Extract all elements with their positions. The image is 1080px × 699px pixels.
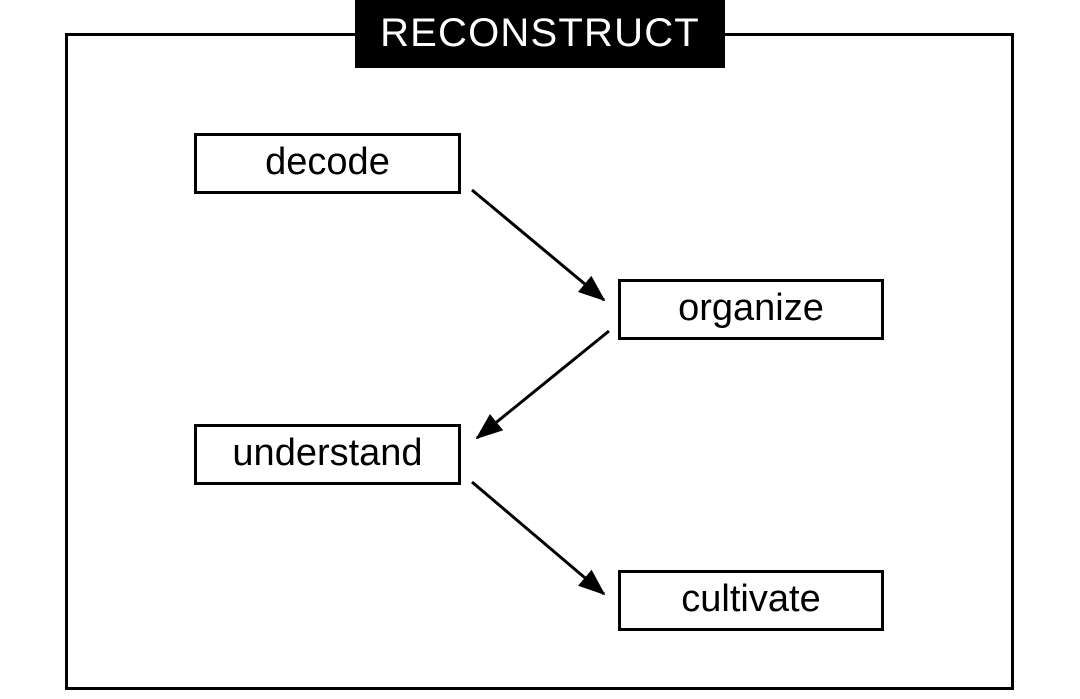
node-cultivate[interactable]: cultivate (618, 570, 884, 631)
node-organize[interactable]: organize (618, 279, 884, 340)
node-understand-label: understand (232, 431, 423, 474)
diagram-title: RECONSTRUCT (380, 10, 700, 55)
node-decode[interactable]: decode (194, 133, 461, 194)
node-understand[interactable]: understand (194, 424, 461, 485)
title-banner: RECONSTRUCT (355, 0, 725, 68)
node-cultivate-label: cultivate (681, 577, 821, 620)
node-organize-label: organize (678, 286, 824, 329)
node-decode-label: decode (265, 140, 390, 183)
